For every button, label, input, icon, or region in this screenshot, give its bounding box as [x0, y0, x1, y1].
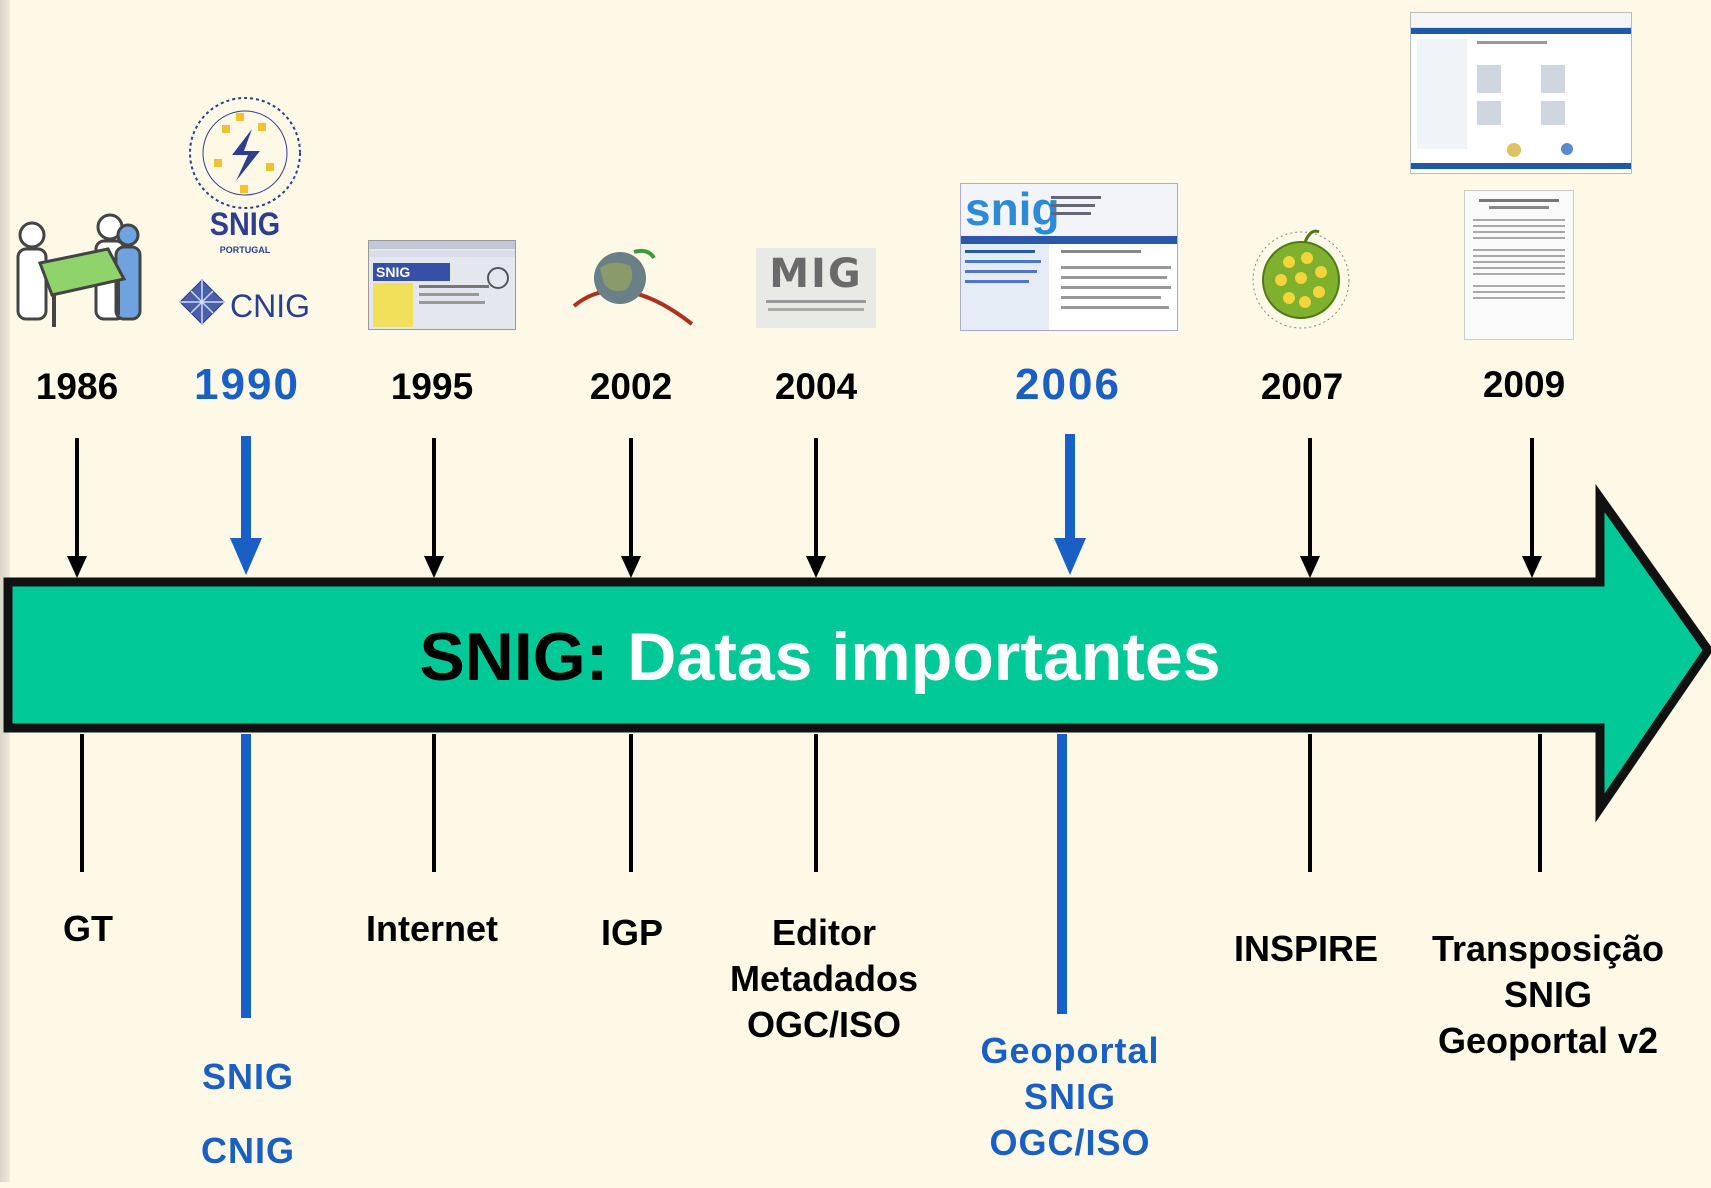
event-label-line: INSPIRE — [1233, 928, 1379, 969]
snig-logo-text: SNIG — [210, 207, 280, 243]
event-label-2006: Geoportal SNIG OGC/ISO — [940, 1028, 1200, 1166]
year-2006: 2006 — [1015, 360, 1121, 409]
event-label-line: Geoportal — [980, 1030, 1160, 1071]
snig-banner-text: SNIG — [373, 263, 450, 281]
mig-editor-logo: MIG — [756, 248, 876, 328]
event-label-line: Editor — [772, 912, 876, 953]
year-pointer-2002 — [621, 438, 641, 578]
cnig-logo-text: CNIG — [230, 288, 310, 324]
event-label-2009: Transposição SNIG Geoportal v2 — [1418, 926, 1678, 1064]
event-label-line: CNIG — [201, 1130, 295, 1171]
snig-cnig-logo: SNIG PORTUGAL CNIG — [170, 95, 320, 335]
diagram-title: SNIG: Datas importantes — [10, 612, 1630, 702]
year-pointer-1995 — [424, 438, 444, 578]
year-pointer-2006 — [1054, 434, 1086, 575]
event-label-line: Internet — [365, 908, 498, 949]
event-label-2002: IGP — [502, 910, 762, 956]
year-2007: 2007 — [1260, 366, 1344, 407]
event-label-line: OGC/ISO — [989, 1122, 1151, 1163]
diagram-title-prefix: SNIG: — [419, 619, 609, 695]
timeline-arrow — [3, 483, 1711, 823]
diagram-title-main: Datas importantes — [627, 619, 1221, 695]
event-label-line: Transposição — [1431, 928, 1665, 969]
year-pointer-1990 — [230, 436, 262, 575]
website-screenshot-1995: SNIG — [368, 240, 516, 330]
snig-geoportal-screenshot: snig — [960, 183, 1178, 331]
year-2004: 2004 — [774, 366, 858, 407]
meeting-people-icon — [16, 213, 142, 327]
event-label-1990: SNIG CNIG — [118, 1040, 378, 1188]
event-label-line: SNIG — [1023, 1076, 1116, 1117]
event-label-line: SNIG — [1503, 974, 1592, 1015]
year-2002: 2002 — [589, 366, 673, 407]
event-label-2007: INSPIRE — [1176, 926, 1436, 972]
event-label-line: IGP — [600, 912, 663, 953]
year-pointer-2004 — [806, 438, 826, 578]
year-2009: 2009 — [1482, 364, 1566, 405]
globe-logo-icon — [572, 248, 694, 326]
snig-geoportal-logo-text: snig — [965, 183, 1060, 235]
geoportal-v2-screenshot — [1410, 12, 1632, 174]
event-label-line: Metadados — [729, 958, 919, 999]
event-label-line: GT — [63, 908, 113, 949]
inspire-logo-icon — [1252, 229, 1350, 329]
event-label-line: SNIG — [201, 1056, 294, 1097]
mig-logo-text: MIG — [769, 251, 863, 297]
year-1986: 1986 — [35, 366, 119, 407]
event-label-line: OGC/ISO — [746, 1004, 902, 1045]
portugal-logo-text: PORTUGAL — [220, 245, 271, 255]
year-pointer-2007 — [1300, 438, 1320, 578]
year-1990: 1990 — [194, 360, 300, 409]
event-label-1995: Internet — [302, 906, 562, 952]
legal-document-thumbnail — [1464, 190, 1574, 340]
year-pointer-2009 — [1522, 438, 1542, 578]
event-label-line: Geoportal v2 — [1437, 1020, 1659, 1061]
event-label-2004: Editor Metadados OGC/ISO — [694, 910, 954, 1048]
year-1995: 1995 — [390, 366, 474, 407]
year-pointer-1986 — [67, 438, 87, 578]
event-label-1986: GT — [0, 906, 218, 952]
